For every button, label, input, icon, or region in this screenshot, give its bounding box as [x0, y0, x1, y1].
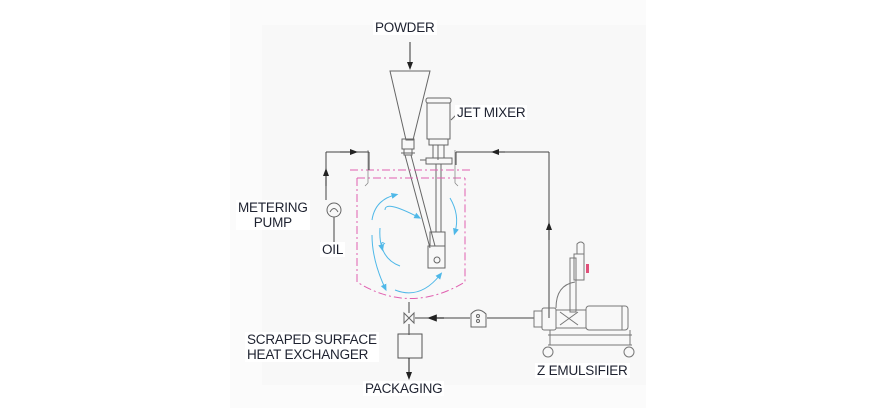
metering-pump-label-line2: PUMP — [253, 215, 292, 230]
outlet-valve-icon — [403, 311, 415, 325]
mixing-vessel — [350, 169, 472, 299]
transfer-pump-icon — [470, 309, 487, 328]
z-emulsifier-label: Z EMULSIFIER — [535, 363, 630, 378]
oil-label: OIL — [320, 242, 346, 257]
heat-exchanger-label: SCRAPED SURFACE HEAT EXCHANGER — [245, 332, 379, 362]
recirculation-line — [455, 151, 550, 318]
emulsifier-indicator — [586, 264, 589, 273]
circulation-arrows — [371, 192, 459, 294]
heat-exchanger-label-line2: HEAT EXCHANGER — [247, 347, 369, 362]
jet-mixer-label: JET MIXER — [455, 105, 528, 120]
metering-pump-icon — [326, 202, 342, 218]
heat-exchanger-icon — [397, 333, 423, 359]
oil-line — [325, 151, 370, 248]
z-emulsifier-machine — [533, 241, 635, 358]
vessel-baffles — [364, 150, 459, 187]
powder-label: POWDER — [373, 20, 437, 35]
metering-pump-label: METERING PUMP — [236, 200, 310, 230]
jet-mixer — [420, 97, 457, 269]
heat-exchanger-label-line1: SCRAPED SURFACE — [247, 332, 377, 347]
metering-pump-label-line1: METERING — [238, 200, 308, 215]
powder-hopper — [389, 70, 431, 156]
packaging-label: PACKAGING — [363, 381, 445, 396]
